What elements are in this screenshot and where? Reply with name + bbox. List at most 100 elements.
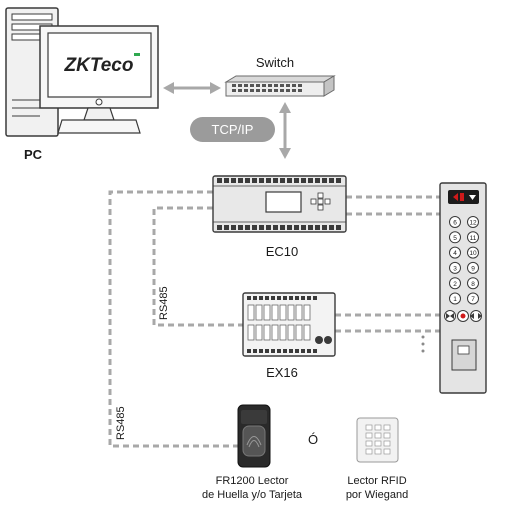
floor-button-label: 7 <box>471 296 475 303</box>
ec10-terminal <box>266 178 271 183</box>
ec10-terminal <box>301 178 306 183</box>
floor-button-label: 12 <box>469 220 477 227</box>
ex16-relay <box>279 324 287 341</box>
ex16-relay <box>271 304 279 321</box>
ex16-connector-1 <box>315 336 323 344</box>
ex16-relay <box>255 304 263 321</box>
ec10-terminal <box>315 178 320 183</box>
ex16-terminal <box>289 349 293 353</box>
rs485-label-lower: RS485 <box>115 406 127 440</box>
rfid-key <box>383 440 391 447</box>
ex16-relay <box>263 324 271 341</box>
ex16-relay <box>295 304 303 321</box>
floor-button <box>449 277 461 290</box>
floor-button-label: 4 <box>453 250 457 257</box>
pc-illustration: ZKTeco PC <box>5 7 159 162</box>
ex16-terminal <box>247 349 251 353</box>
rfid-key <box>365 424 373 431</box>
ex16-terminal <box>253 296 257 300</box>
dashed-cables <box>108 190 440 448</box>
floor-button <box>467 216 479 228</box>
ex16-terminal <box>265 296 269 300</box>
ec10-keypad <box>310 192 331 211</box>
switch-port <box>250 89 254 92</box>
ec10-terminal <box>252 178 257 183</box>
switch-port <box>232 89 236 92</box>
ec10-terminal <box>231 178 236 183</box>
floor-button-label: 6 <box>453 220 457 227</box>
switch-port <box>292 84 296 87</box>
ex16-terminal <box>283 296 287 300</box>
ec10-terminal <box>217 178 222 183</box>
ex16-connector-2 <box>324 336 332 344</box>
ec10-terminal <box>259 178 264 183</box>
switch-port <box>244 84 248 87</box>
rfid-key <box>374 448 382 455</box>
ec10-terminal <box>280 178 285 183</box>
switch-port <box>238 89 242 92</box>
pc-monitor: ZKTeco <box>39 25 159 134</box>
continuation-dots <box>421 335 425 353</box>
switch-port <box>238 84 242 87</box>
connection-lines <box>108 82 440 448</box>
floor-button <box>467 231 479 244</box>
ec10-terminal <box>273 178 278 183</box>
ex16-terminal <box>313 296 317 300</box>
ec10-terminal <box>224 225 229 230</box>
switch-port <box>262 84 266 87</box>
ex16-terminal <box>259 349 263 353</box>
ec10-terminals-bottom <box>217 225 341 230</box>
ex16-terminal <box>265 349 269 353</box>
ec10-terminal <box>308 225 313 230</box>
ex16-relay <box>255 324 263 341</box>
switch-port <box>274 84 278 87</box>
pc-switch-link <box>163 82 221 94</box>
floor-button-label: 5 <box>453 235 457 242</box>
switch-port <box>292 89 296 92</box>
rs485-cable-ex16 <box>152 206 243 327</box>
ec10-terminal <box>301 225 306 230</box>
fr1200-label-line1: FR1200 Lector <box>216 475 289 487</box>
ec10-terminal <box>245 178 250 183</box>
ex16-relay <box>279 304 287 321</box>
ex16-terminal <box>271 349 275 353</box>
switch-port <box>256 89 260 92</box>
ec10-terminal <box>294 225 299 230</box>
ex16-terminal <box>301 349 305 353</box>
floor-button-label: 11 <box>470 235 477 242</box>
rs485-cable-reader <box>108 190 238 448</box>
rfid-key <box>374 440 382 447</box>
rfid-key <box>374 424 382 431</box>
ex16-terminal <box>271 296 275 300</box>
ex16-terminal <box>307 296 311 300</box>
ec10-terminal <box>336 178 341 183</box>
ec10-label: EC10 <box>266 244 299 259</box>
floor-indicator-arrow <box>453 193 458 201</box>
ex16-relay <box>303 324 311 341</box>
ec10-terminal <box>287 225 292 230</box>
switch-port <box>250 84 254 87</box>
ec10-terminal <box>245 225 250 230</box>
switch-port <box>274 89 278 92</box>
ex16-terminal <box>307 349 311 353</box>
floor-button-label: 2 <box>453 281 457 288</box>
switch-port <box>256 84 260 87</box>
ex16-relays <box>247 304 311 341</box>
ec10-terminal <box>336 225 341 230</box>
zkteco-logo: ZKTeco <box>64 55 134 76</box>
rfid-wiegand-reader: Lector RFID por Wiegand <box>346 417 408 501</box>
ec10-display <box>265 191 302 213</box>
ec10-terminal <box>266 225 271 230</box>
switch-port <box>298 84 302 87</box>
fr1200-reader: FR1200 Lector de Huella y/o Tarjeta <box>202 404 303 501</box>
ex16-terminal <box>295 349 299 353</box>
switch-port <box>286 84 290 87</box>
ec10-terminals-top <box>217 178 341 183</box>
switch-ec10-link <box>279 102 291 159</box>
logo-accent-mark <box>134 53 140 56</box>
rfid-key <box>365 448 373 455</box>
ec10-terminal <box>287 178 292 183</box>
ec10-terminal <box>329 178 334 183</box>
ex16-relay <box>287 304 295 321</box>
